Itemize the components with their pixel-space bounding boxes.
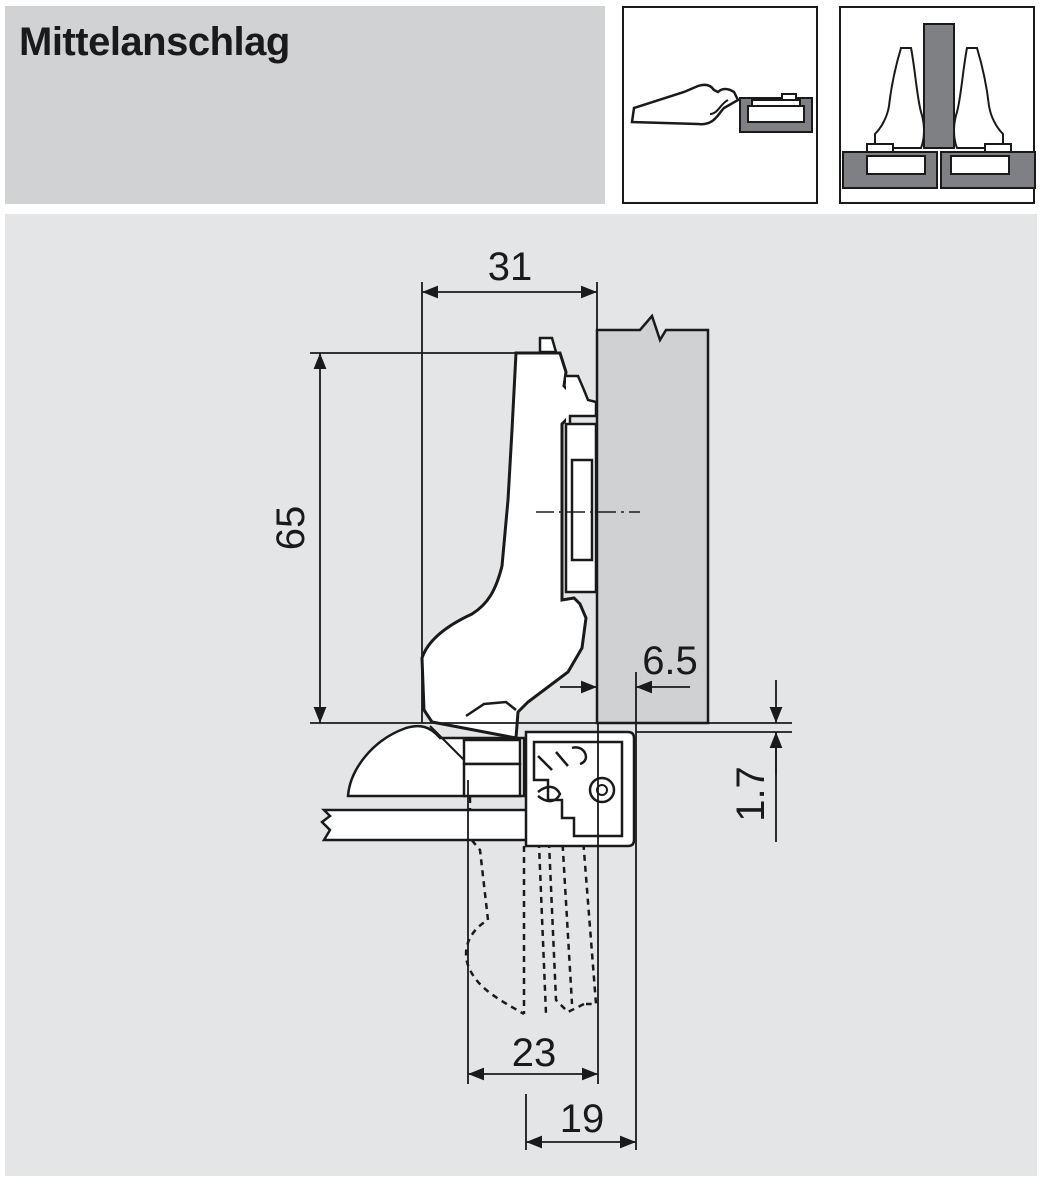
- page-title: Mittelanschlag: [19, 20, 290, 64]
- door-board: [595, 313, 710, 725]
- thumbnail-side-view: [622, 6, 818, 204]
- thumbnail-top-view: [839, 6, 1036, 204]
- dim-label-1-7: 1.7: [729, 766, 773, 822]
- dim-label-23: 23: [512, 1031, 557, 1075]
- dim-label-19: 19: [560, 1097, 605, 1141]
- hinge-top-view-illustration: [842, 23, 1036, 189]
- hinge-dimension-drawing: 31 65 6.5 1.7 23 19: [269, 245, 792, 1150]
- dim-label-65: 65: [269, 506, 313, 551]
- hinge-arm: [420, 351, 588, 740]
- title-panel: Mittelanschlag: [5, 6, 605, 204]
- technical-drawing-panel: 31 65 6.5 1.7 23 19: [5, 214, 1037, 1176]
- mounting-plate: [524, 730, 636, 848]
- dim-label-6-5: 6.5: [642, 639, 698, 683]
- dim-label-31: 31: [488, 245, 533, 289]
- cabinet-side-board: [320, 808, 550, 842]
- hinge-side-view-illustration: [630, 83, 813, 133]
